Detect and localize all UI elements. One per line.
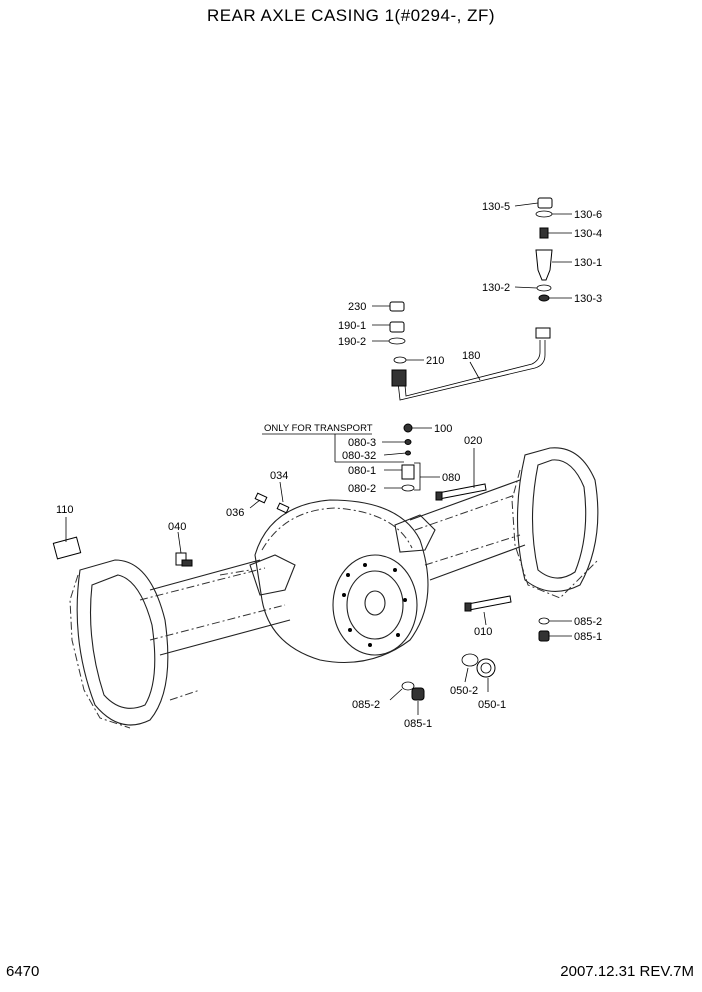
hose-180-drawing bbox=[391, 327, 551, 401]
label-080-2: 080-2 bbox=[348, 483, 376, 495]
small-parts bbox=[52, 197, 553, 701]
label-130-6: 130-6 bbox=[574, 209, 602, 221]
label-034: 034 bbox=[270, 470, 288, 482]
label-080-1: 080-1 bbox=[348, 465, 376, 477]
label-085-1-bottom: 085-1 bbox=[404, 718, 432, 730]
label-010: 010 bbox=[474, 626, 492, 638]
label-080: 080 bbox=[442, 472, 460, 484]
note-only-for-transport: ONLY FOR TRANSPORT bbox=[264, 423, 373, 434]
label-130-1: 130-1 bbox=[574, 257, 602, 269]
label-130-5: 130-5 bbox=[482, 201, 510, 213]
label-080-32: 080-32 bbox=[342, 450, 376, 462]
part-labels: 130-5 130-6 130-4 130-1 130-2 130-3 230 … bbox=[56, 201, 602, 730]
label-190-1: 190-1 bbox=[338, 320, 366, 332]
label-085-2-right: 085-2 bbox=[574, 616, 602, 628]
label-020: 020 bbox=[464, 435, 482, 447]
label-080-3: 080-3 bbox=[348, 437, 376, 449]
label-230: 230 bbox=[348, 301, 366, 313]
label-180: 180 bbox=[462, 350, 480, 362]
page-number: 6470 bbox=[6, 963, 40, 980]
label-050-2: 050-2 bbox=[450, 685, 478, 697]
label-100: 100 bbox=[434, 423, 452, 435]
label-036: 036 bbox=[226, 507, 244, 519]
axle-casing-drawing bbox=[69, 447, 599, 729]
label-085-1-right: 085-1 bbox=[574, 631, 602, 643]
revision-date: 2007.12.31 REV.7M bbox=[560, 963, 694, 980]
label-130-4: 130-4 bbox=[574, 228, 602, 240]
label-110: 110 bbox=[56, 504, 74, 516]
label-050-1: 050-1 bbox=[478, 699, 506, 711]
label-040: 040 bbox=[168, 521, 186, 533]
label-130-2: 130-2 bbox=[482, 282, 510, 294]
label-210: 210 bbox=[426, 355, 444, 367]
label-190-2: 190-2 bbox=[338, 336, 366, 348]
label-130-3: 130-3 bbox=[574, 293, 602, 305]
leader-lines bbox=[65, 202, 572, 715]
page-title: REAR AXLE CASING 1(#0294-, ZF) bbox=[206, 6, 496, 25]
label-085-2-bottom: 085-2 bbox=[352, 699, 380, 711]
